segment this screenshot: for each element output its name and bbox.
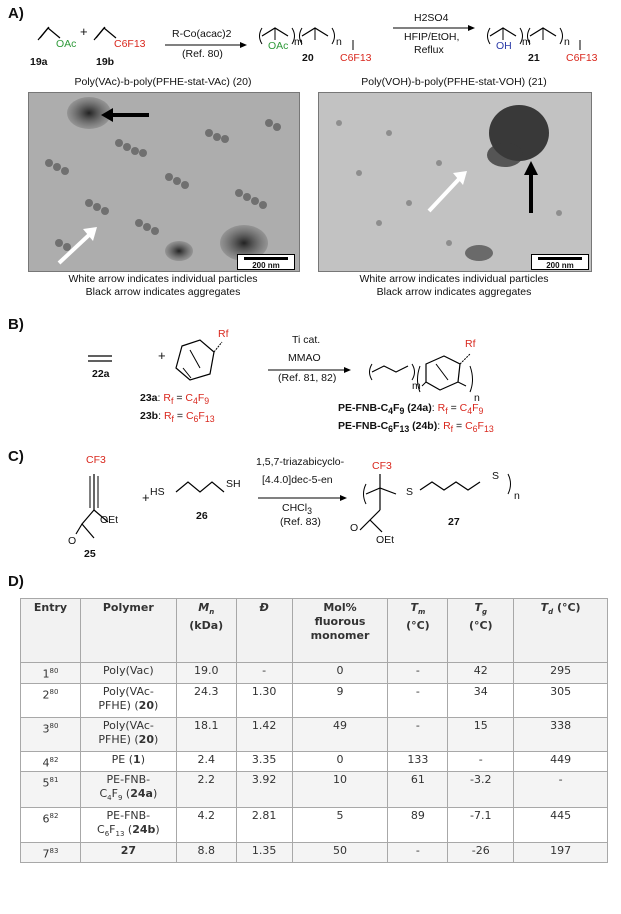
scale-bar-right: 200 nm [531,254,589,270]
panel-c-reference: (Ref. 83) [280,516,321,528]
monomer-19a-substituent: OAc [56,38,77,50]
table-row: 581 PE-FNB-C4F9 (24a) 2.2 3.92 10 61 -3.… [20,771,608,808]
polymer-20-acetate: OAc [268,40,289,52]
compound-19b-number: 19b [96,56,115,68]
catalyst-name-line1: 1,5,7-triazabicyclo- [256,456,345,468]
plus-sign-c: + [142,490,150,505]
panel-c-scheme [75,473,511,539]
caption-right-line2: Black arrow indicates aggregates [376,286,532,298]
micrograph-left-title: Poly(VAc)-b-poly(PFHE-stat-VAc) (20) [74,76,252,88]
compound-27-number: 27 [448,516,460,528]
panel-b-scheme [88,339,473,393]
polymer-20-fluoro: C6F13 [340,52,372,64]
plus-sign: + [80,24,88,39]
polymer-21-fluoro: C6F13 [566,52,598,64]
panel-b-reference: (Ref. 81, 82) [278,372,337,384]
compound-21-number: 21 [528,52,540,64]
table-row: 380 Poly(VAc-PFHE) (20) 18.1 1.42 49 - 1… [20,716,608,752]
carbonyl-o-27: O [350,522,359,534]
caption-left-line2: Black arrow indicates aggregates [85,286,241,298]
definition-24b: PE-FNB-C6F13 (24b): Rf = C6F13 [338,420,494,435]
catalyst-label: Ti cat. [292,334,321,346]
polymer-cell: Poly(Vac) [79,662,177,684]
arrow2-solvent: HFIP/EtOH, [404,31,460,43]
thiol-sh: SH [226,478,241,490]
panel-c-label: C) [8,448,24,465]
polymer-21-n: n [564,36,570,48]
panel-d-label: D) [8,573,24,590]
product-b-n: n [474,392,480,404]
polymer-20-n: n [336,36,342,48]
product-b-m: m [412,380,421,392]
polymer-cell: Poly(VAc-PFHE) (20) [79,682,177,718]
compound-20-number: 20 [302,52,314,64]
definition-24a: PE-FNB-C4F9 (24a): Rf = C4F9 [338,402,484,417]
cf3-group-25: CF3 [86,454,106,466]
micrograph-right-title: Poly(VOH)-b-poly(PFHE-stat-VOH) (21) [361,76,547,88]
monomer-19a-structure [37,25,581,50]
caption-left-line1: White arrow indicates individual particl… [68,273,258,285]
scale-bar-left: 200 nm [237,254,295,270]
compound-22a-number: 22a [92,368,110,380]
cf3-group-27: CF3 [372,460,392,472]
table-row: 482 PE (1) 2.4 3.35 0 133 - 449 [20,750,608,773]
tem-micrograph-right: 200 nm [318,92,592,272]
polymer-cell: PE (1) [79,750,177,773]
polymer-cell: Poly(VAc-PFHE) (20) [79,716,177,752]
sulfur-2-27: S [492,470,500,482]
polymer-cell: PE-FNB-C4F9 (24a) [79,771,177,808]
table-row: 180 Poly(Vac) 19.0 - 0 - 42 295 [20,662,608,684]
compound-19a-number: 19a [30,56,48,68]
arrow2-condition: Reflux [414,44,444,56]
table-row: 280 Poly(VAc-PFHE) (20) 24.3 1.30 9 - 34… [20,682,608,718]
header-entry: Entry [20,598,81,663]
sulfur-1-27: S [406,486,414,498]
ester-oet-25: OEt [100,514,119,526]
carbonyl-o-25: O [68,535,77,547]
table-row: 783 27 8.8 1.35 50 - -26 197 [20,841,608,864]
definition-23b: 23b: Rf = C6F13 [140,410,215,425]
table-row: 682 PE-FNB-C6F13 (24b) 4.2 2.81 5 89 -7.… [20,806,608,843]
compound-26-number: 26 [196,510,208,522]
arrow1-reagent: R-Co(acac)2 [172,28,232,40]
rf-substituent-monomer: Rf [218,328,229,340]
tem-micrograph-left: 200 nm [28,92,300,272]
arrow1-reference: (Ref. 80) [182,48,223,60]
header-dispersity: Đ [235,598,293,663]
plus-sign-b: + [158,348,166,363]
header-tm: Tm(°C) [387,598,449,663]
header-tg: Tg(°C) [447,598,515,663]
polymer-cell: 27 [79,841,177,864]
header-mn: Mn(kDa) [175,598,237,663]
catalyst-name-line2: [4.4.0]dec-5-en [262,474,333,486]
polymer-21-hydroxyl: OH [496,40,512,52]
monomer-19b-substituent: C6F13 [114,38,146,50]
arrow2-acid: H2SO4 [414,12,449,24]
cocatalyst-label: MMAO [288,352,321,364]
panel-b-label: B) [8,316,24,333]
polymer-cell: PE-FNB-C6F13 (24b) [79,806,177,843]
compound-25-number: 25 [84,548,96,560]
polymer-21-m: m [522,36,531,48]
header-td: Td (°C) [513,598,608,663]
panel-a-label: A) [8,5,24,22]
polymer-27-n: n [514,490,520,502]
caption-right-line1: White arrow indicates individual particl… [359,273,549,285]
definition-23a: 23a: Rf = C4F9 [140,392,210,407]
ester-oet-27: OEt [376,534,395,546]
polymer-20-m: m [294,36,303,48]
thiol-hs: HS [150,486,165,498]
rf-substituent-product: Rf [465,338,476,350]
solvent-chcl3: CHCl3 [282,502,312,517]
header-polymer: Polymer [79,598,177,663]
